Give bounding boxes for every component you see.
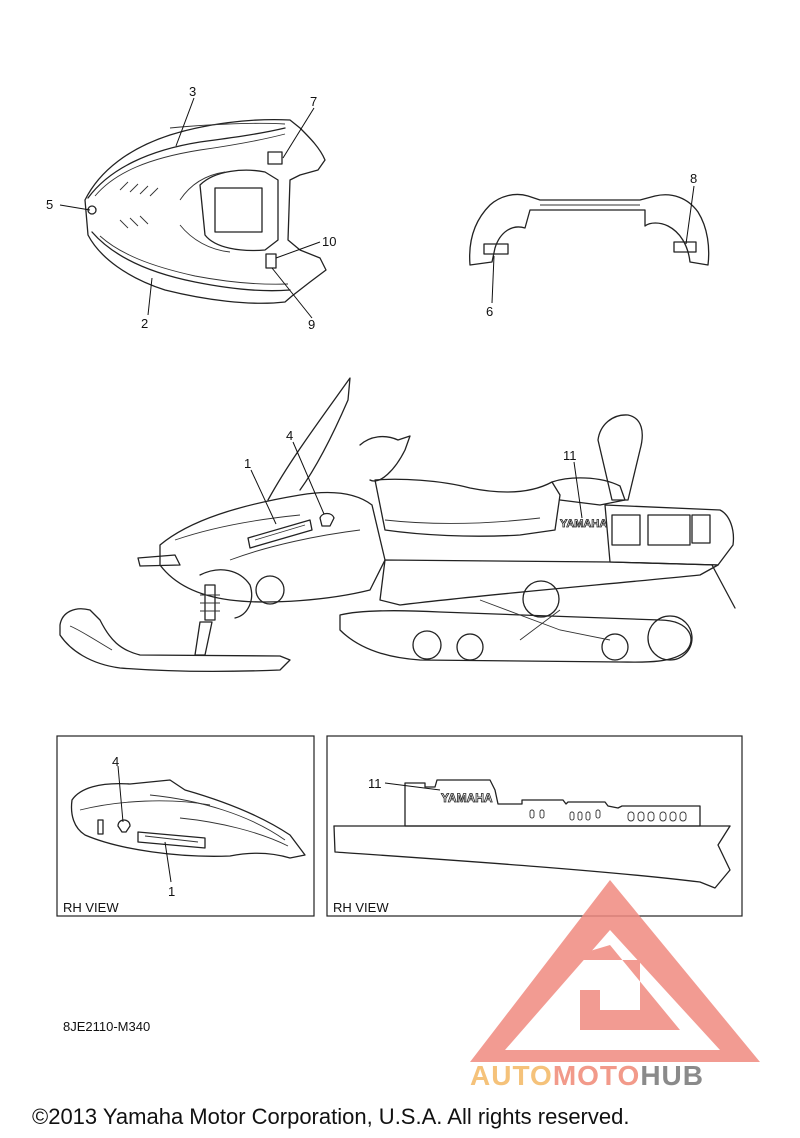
rh-view-label-left: RH VIEW (63, 900, 119, 915)
leader-6 (491, 255, 495, 304)
copyright: ©2013 Yamaha Motor Corporation, U.S.A. A… (32, 1104, 629, 1129)
diagram-code: 8JE2110-M340 (63, 1019, 150, 1034)
watermark-text: AUTOMOTOHUB (470, 1060, 704, 1091)
watermark-moto: MOTO (553, 1060, 640, 1091)
rh-view-panel-right (326, 735, 743, 917)
callout-5: 5 (46, 197, 53, 212)
leader-lines-hood (59, 97, 321, 319)
snowmobile-drawing: YAMAHA (59, 377, 736, 672)
callout-11: 11 (563, 448, 577, 463)
callout-4-rh: 4 (112, 754, 119, 769)
leader-1-rh (164, 841, 172, 883)
leader-11 (573, 461, 583, 519)
callout-9: 9 (308, 317, 315, 332)
watermark-hub: HUB (640, 1060, 704, 1091)
callout-8: 8 (690, 171, 697, 186)
callout-10: 10 (322, 234, 336, 249)
callout-11-rh: 11 (368, 776, 382, 791)
leader-4-rh (117, 765, 124, 823)
leader-4 (292, 441, 325, 515)
callout-6: 6 (486, 304, 493, 319)
leader-1 (250, 469, 277, 525)
bumper-drawing (469, 193, 710, 266)
rh-rear-drawing: YAMAHA (333, 779, 731, 889)
yamaha-decal-main: YAMAHA (560, 518, 607, 530)
watermark-auto: AUTO (470, 1060, 553, 1091)
leader-11-rh (384, 782, 441, 791)
callout-3: 3 (189, 84, 196, 99)
callout-1-rh: 1 (168, 884, 175, 899)
automotohub-logo (470, 880, 760, 1062)
callout-1: 1 (244, 456, 251, 471)
rh-view-panel-left (56, 735, 315, 917)
yamaha-decal-rh: YAMAHA (441, 791, 493, 805)
callout-4: 4 (286, 428, 293, 443)
callout-7: 7 (310, 94, 317, 109)
rh-view-label-right: RH VIEW (333, 900, 389, 915)
callout-2: 2 (141, 316, 148, 331)
hood-drawing (84, 119, 327, 304)
leader-8 (685, 185, 695, 245)
rh-hood-drawing (70, 779, 306, 859)
